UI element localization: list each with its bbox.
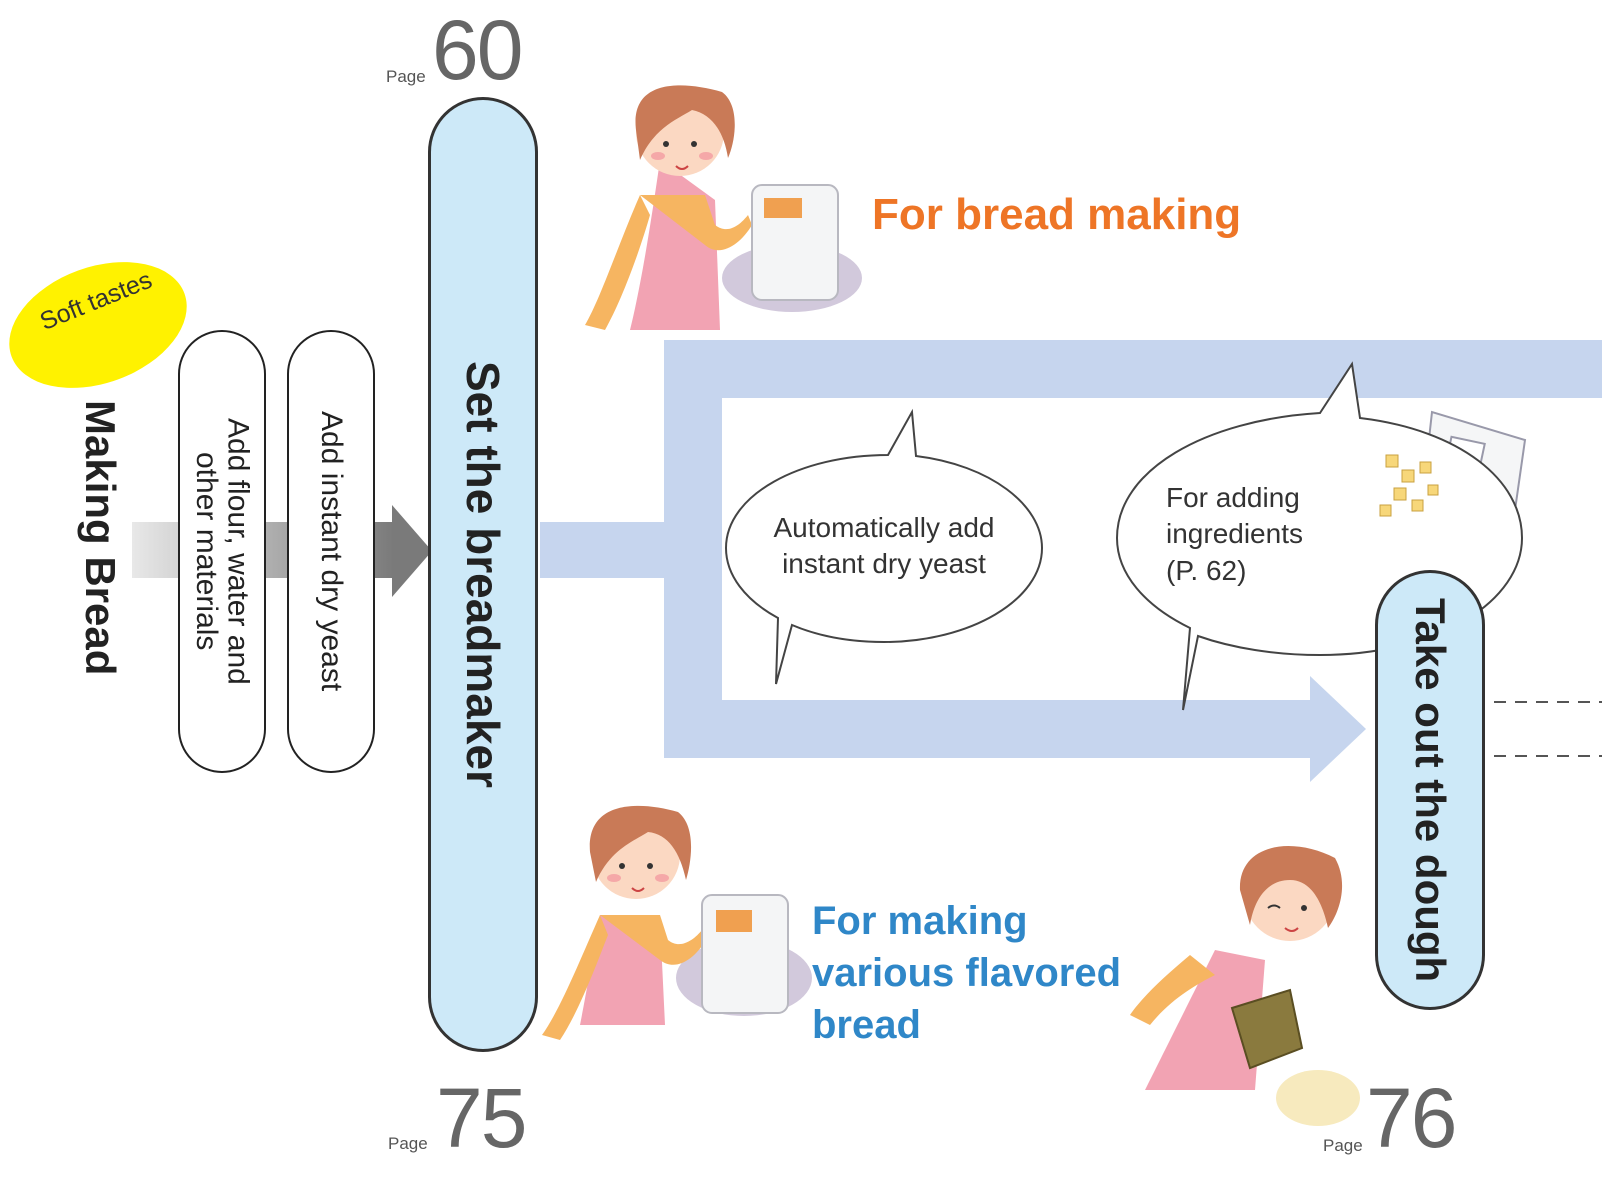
bubble-auto-yeast-line-2: instant dry yeast	[782, 548, 986, 580]
bubble-ingredients-line-2: ingredients	[1166, 518, 1303, 550]
bubble-ingredients-text: For adding ingredients (P. 62)	[1166, 480, 1303, 589]
branch-flavored-bread-line-1: For making	[812, 899, 1028, 943]
step-add-flour-line-1: Add flour, water and	[221, 418, 255, 685]
woman-with-flour-bag	[1130, 846, 1360, 1126]
soft-tastes-badge	[9, 262, 187, 388]
diagram-title: Making Bread	[77, 400, 124, 676]
step-take-out-dough: Take out the dough	[1375, 570, 1485, 1010]
page-label-right: Page	[1323, 1136, 1363, 1155]
bubble-auto-yeast-line-1: Automatically add	[773, 512, 995, 543]
speech-bubble-yeast	[724, 408, 1044, 685]
step-take-out-dough-label: Take out the dough	[1407, 597, 1454, 983]
step-add-yeast: Add instant dry yeast	[287, 330, 375, 773]
flow-arrows	[540, 340, 1602, 782]
branch-flavored-bread: For making various flavored bread	[812, 895, 1121, 1051]
bubble-ingredients-line-3: (P. 62)	[1166, 554, 1247, 586]
page-number-top: 60	[432, 3, 523, 97]
page-number-right: 76	[1366, 1071, 1457, 1165]
input-arrow	[132, 505, 432, 597]
ingredient-cubes	[1379, 454, 1439, 517]
bubble-auto-yeast-text: Automatically add instant dry yeast	[726, 510, 1042, 583]
page-label-top: Page	[386, 67, 426, 86]
page-number-bottom: 75	[436, 1071, 527, 1165]
step-add-yeast-label: Add instant dry yeast	[314, 411, 348, 692]
dashed-lines	[1494, 701, 1602, 757]
step-set-breadmaker-label: Set the breadmaker	[457, 361, 509, 788]
step-add-flour-line-2: other materials	[190, 452, 223, 651]
woman-with-breadmaker-top	[585, 85, 862, 330]
branch-bread-making: For bread making	[872, 190, 1242, 239]
branch-flavored-bread-line-3: bread	[812, 1003, 921, 1047]
woman-with-breadmaker-bottom	[542, 805, 812, 1040]
step-add-flour: Add flour, water and other materials	[178, 330, 266, 773]
bubble-ingredients-line-1: For adding	[1166, 482, 1300, 513]
page-label-bottom: Page	[388, 1134, 428, 1153]
branch-flavored-bread-line-2: various flavored	[812, 951, 1122, 995]
step-set-breadmaker: Set the breadmaker	[428, 97, 538, 1052]
